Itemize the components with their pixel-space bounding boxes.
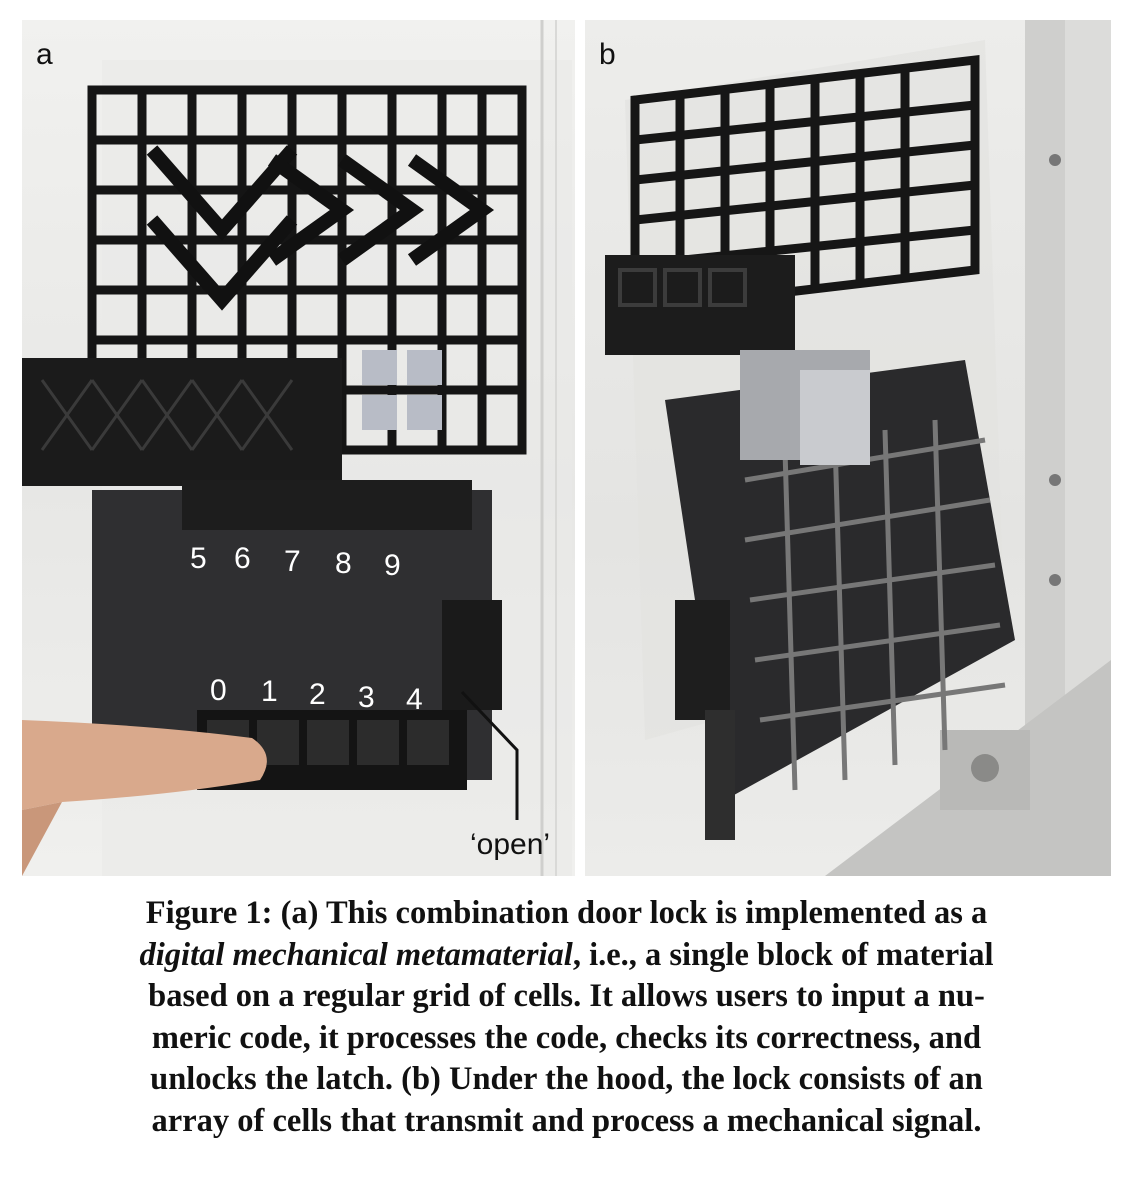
photo-panel-b: b <box>585 20 1111 876</box>
caption-line-4: meric code, it processes the code, check… <box>151 1019 982 1056</box>
keypad-digit-0: 0 <box>210 674 227 707</box>
keypad-digit-6: 6 <box>234 542 251 575</box>
keypad-digit-7: 7 <box>284 545 301 578</box>
caption-italic-term: digital mechanical metamaterial <box>139 936 573 973</box>
keypad-digit-5: 5 <box>190 542 207 575</box>
lock-internals-illustration <box>605 20 1111 876</box>
caption-line-2: digital mechanical metamaterial, i.e., a… <box>139 936 994 973</box>
caption-line-3: based on a regular grid of cells. It all… <box>148 978 985 1014</box>
keypad-digit-8: 8 <box>335 547 352 580</box>
figure-caption: Figure 1: (a) This combination door lock… <box>30 893 1103 1142</box>
open-annotation: ‘open’ <box>470 828 551 861</box>
keypad-digit-3: 3 <box>358 681 375 714</box>
keypad-digit-9: 9 <box>384 549 401 582</box>
caption-line-1: Figure 1: (a) This combination door lock… <box>145 895 988 931</box>
panel-label-a: a <box>36 38 53 71</box>
keypad-digit-4: 4 <box>406 683 423 716</box>
caption-line-6: array of cells that transmit and process… <box>151 1102 982 1139</box>
keypad-digit-1: 1 <box>261 675 278 708</box>
keypad-digit-2: 2 <box>309 678 326 711</box>
combination-lock-front-illustration <box>22 20 572 876</box>
panel-label-b: b <box>599 38 616 71</box>
photo-panel-a: a 5 6 7 8 9 0 1 2 3 4 ‘open’ <box>22 20 575 876</box>
caption-line-5: unlocks the latch. (b) Under the hood, t… <box>150 1061 983 1097</box>
